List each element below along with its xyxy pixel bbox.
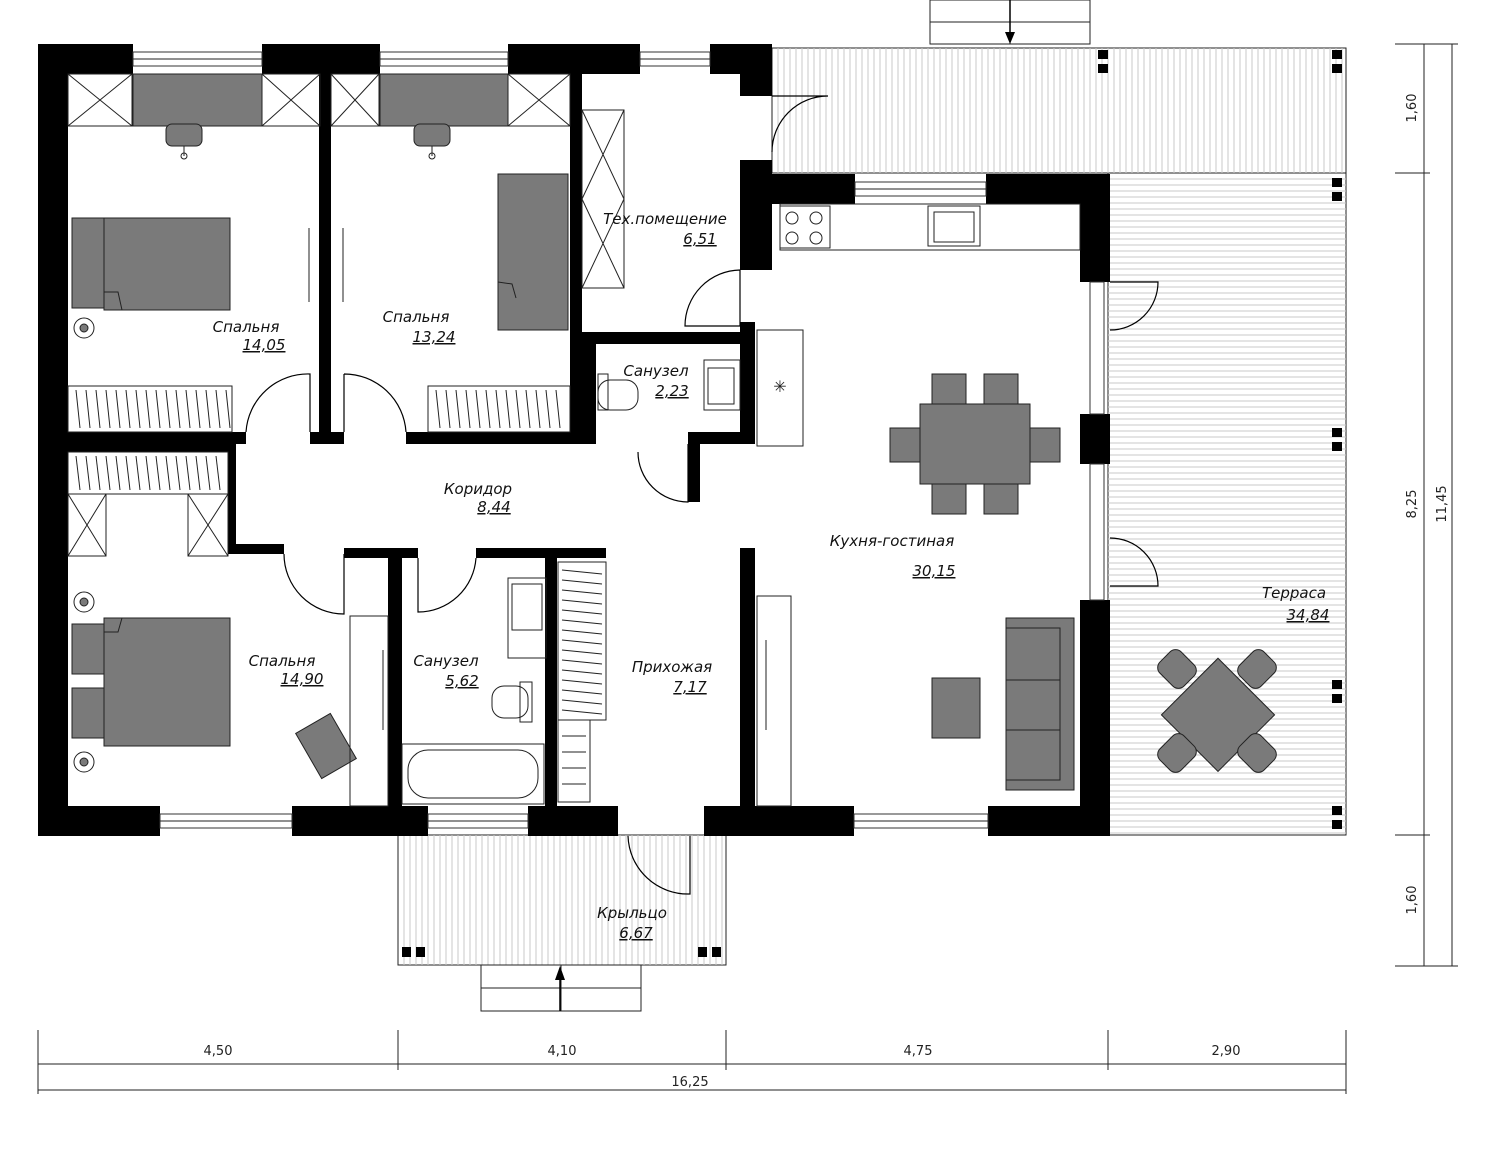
bed-icon (71, 217, 231, 311)
armchair (294, 712, 358, 780)
room-bathroom: Санузел 5,62 (413, 652, 479, 690)
dimension-bottom: 4,50 4,10 4,75 2,90 16,25 (37, 1030, 1347, 1094)
room-area: 14,90 (281, 670, 324, 688)
entry-arrow-icon (1005, 0, 1015, 44)
room-area: 13,24 (413, 328, 456, 346)
room-area: 6,67 (619, 924, 653, 942)
sink-icon (927, 205, 981, 247)
room-kitchen-living: Кухня-гостиная 30,15 (830, 532, 956, 580)
room-area: 5,62 (445, 672, 478, 690)
room-bedroom-1: Спальня 14,05 (213, 318, 286, 354)
toilet-icon (597, 373, 639, 411)
kitchen-counter: ✳ (756, 203, 1081, 447)
room-area: 8,44 (477, 498, 510, 516)
room-corridor: Коридор 8,44 (444, 480, 512, 516)
dimension-right: 1,60 8,25 1,60 11,45 (1395, 43, 1458, 967)
table-icon (1157, 649, 1277, 773)
room-name: Кухня-гостиная (830, 532, 954, 550)
chair-icon (165, 123, 203, 160)
dimension-label: 8,25 (1405, 490, 1420, 519)
porch-deck (397, 834, 727, 1012)
nightstand-lamp (73, 317, 95, 773)
sofa-icon (1005, 617, 1075, 791)
bed-icon (497, 173, 569, 331)
dimension-label: 4,50 (204, 1044, 233, 1059)
desk (379, 73, 509, 127)
mirror (308, 228, 792, 807)
room-name: Терраса (1262, 584, 1326, 602)
room-name: Санузел (413, 652, 479, 670)
room-name: Прихожая (632, 658, 712, 676)
room-area: 2,23 (655, 382, 688, 400)
windows (132, 51, 1105, 829)
chair-icon (413, 123, 451, 160)
room-bedroom-2: Спальня 13,24 (383, 308, 456, 346)
room-bedroom-3: Спальня 14,90 (249, 652, 324, 688)
dimension-label: 2,90 (1212, 1044, 1241, 1059)
sink-icon (507, 577, 547, 659)
sink-icon (703, 359, 741, 411)
room-name: Спальня (383, 308, 450, 326)
room-porch: Крыльцо 6,67 (597, 904, 667, 942)
bathtub-icon (401, 743, 545, 805)
room-area: 34,84 (1287, 606, 1330, 624)
room-name: Санузел (623, 362, 689, 380)
closets (67, 73, 625, 721)
dimension-total: 16,25 (671, 1075, 708, 1090)
dimension-label: 1,60 (1405, 94, 1420, 123)
dimension-label: 1,60 (1405, 886, 1420, 915)
coffee-table (931, 677, 981, 739)
room-area: 6,51 (683, 230, 716, 248)
room-area: 7,17 (673, 678, 707, 696)
doors (245, 95, 1159, 895)
room-name: Коридор (444, 480, 512, 498)
dimension-label: 4,10 (548, 1044, 577, 1059)
room-name: Спальня (249, 652, 316, 670)
shoe-rack (557, 719, 591, 803)
stove-icon (779, 205, 831, 249)
room-terrace: Терраса 34,84 (1262, 584, 1330, 624)
dimension-label: 4,75 (904, 1044, 933, 1059)
desk (132, 73, 263, 127)
terrace-posts (402, 50, 1342, 957)
table-icon (889, 373, 1061, 515)
room-name: Тех.помещение (603, 210, 727, 228)
walls (38, 44, 1110, 836)
dimension-total: 11,45 (1435, 485, 1450, 522)
svg-text:✳: ✳ (773, 377, 786, 396)
room-name: Крыльцо (597, 904, 667, 922)
toilet-icon (491, 681, 533, 723)
room-name: Спальня (213, 318, 280, 336)
room-area: 30,15 (913, 562, 956, 580)
room-wc-small: Санузел 2,23 (623, 362, 689, 400)
bed-icon (71, 617, 231, 747)
entry-arrow-icon (555, 966, 565, 1011)
room-hall: Прихожая 7,17 (632, 658, 712, 696)
room-utility: Тех.помещение 6,51 (603, 210, 727, 248)
room-area: 14,05 (243, 336, 286, 354)
